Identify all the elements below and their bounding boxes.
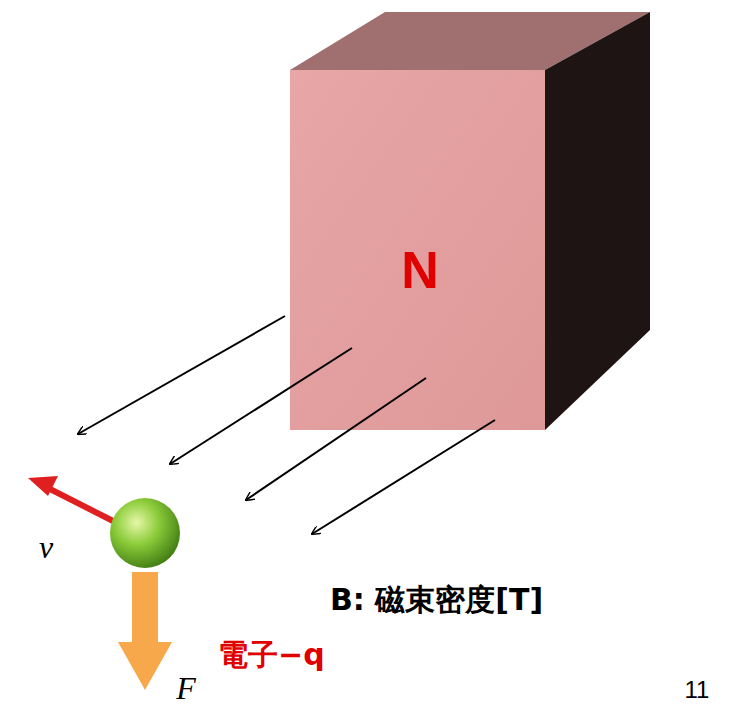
magnet-front [290,70,545,430]
magnet-side [545,12,650,430]
force-label: F [176,672,196,704]
velocity-label: v [39,531,53,563]
field-label: B: 磁束密度[T] [330,585,543,615]
force-arrow [118,572,172,690]
page-number: 11 [685,678,710,702]
pole-label: N [401,244,439,296]
velocity-arrow [28,476,115,522]
particle-label: 電子−q [218,640,325,670]
electron [110,498,180,568]
